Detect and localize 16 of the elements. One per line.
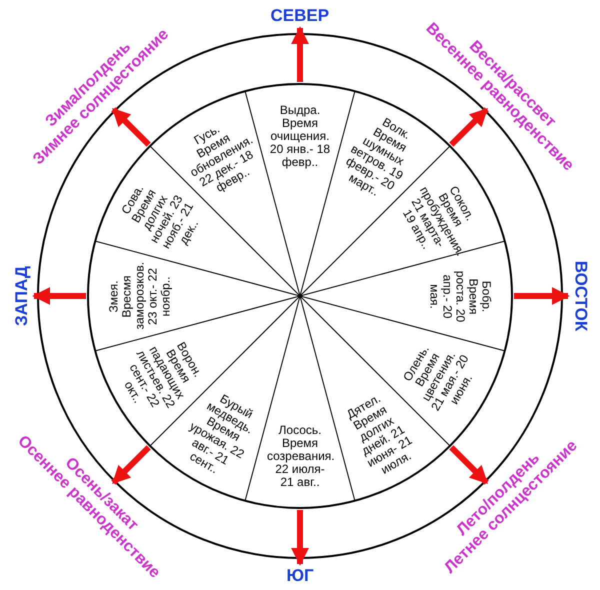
direction-label: ВОСТОК [570, 260, 590, 332]
direction-label: СЕВЕР [270, 6, 330, 26]
arrow [514, 287, 570, 305]
sector-label: Змея. Вресмя заморозков. 23 окт.- 22 ноябр.. [108, 263, 172, 329]
arrow [291, 510, 309, 566]
arrow [449, 445, 489, 485]
arrow [32, 287, 86, 305]
arrow [111, 445, 151, 485]
arrow [291, 26, 309, 82]
sector-label: Бобр. Время роста. 20 апр.- 20 мая. [428, 263, 492, 329]
direction-label: ЗАПАД [12, 266, 32, 326]
sector-label: Лосось. Время созревания. 22 июля- 21 авг.. [267, 424, 333, 488]
arrow [449, 107, 489, 147]
direction-label: ЮГ [286, 566, 314, 586]
sector-label: Выдра. Время очищения. 20 янв.- 18 февр.. [267, 104, 333, 168]
arrow [111, 107, 151, 147]
